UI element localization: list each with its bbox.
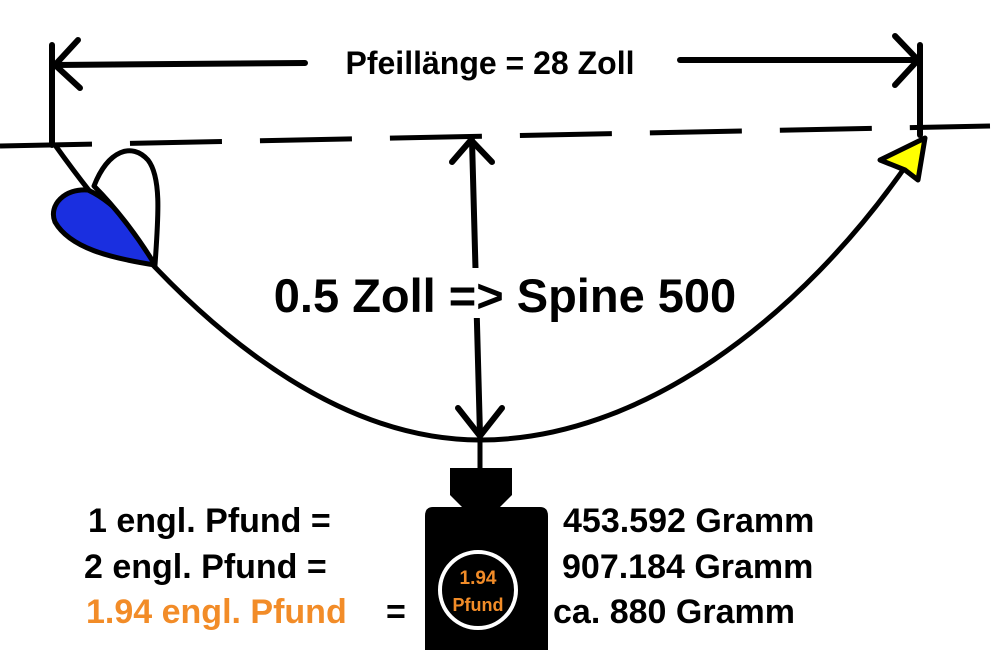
conversion-row-2-right: 907.184 Gramm — [562, 548, 813, 586]
left-arrowhead — [50, 37, 83, 91]
right-arrowhead — [892, 33, 923, 88]
conversion-row-3-left: 1.94 engl. Pfund — [86, 593, 347, 631]
length-line-left — [52, 60, 308, 68]
fletching — [51, 148, 161, 268]
conversion-row-1-left: 1 engl. Pfund = — [88, 502, 331, 540]
weight-badge-unit: Pfund — [453, 595, 504, 615]
conversion-row-1-right: 453.592 Gramm — [563, 502, 814, 540]
deflection-label-bg — [250, 268, 760, 318]
weight-badge — [438, 550, 518, 630]
fletching-vane-white — [91, 148, 161, 268]
reference-dashed-line — [0, 123, 991, 149]
conversion-row-3-equals: = — [386, 593, 406, 631]
deflection-top-arrowhead — [449, 135, 495, 165]
conversion-table: 1 engl. Pfund = 453.592 Gramm 2 engl. Pf… — [84, 502, 814, 631]
weight-icon: 1.94 Pfund — [425, 440, 548, 650]
weight-badge-value: 1.94 — [460, 568, 497, 589]
deflection-label: 0.5 Zoll => Spine 500 — [274, 269, 736, 322]
arrow-tip — [877, 135, 928, 183]
arrow-length-dimension — [49, 33, 923, 148]
conversion-row-2-left: 2 engl. Pfund = — [84, 548, 327, 586]
arrow-length-label: Pfeillänge = 28 Zoll — [346, 45, 635, 81]
conversion-row-3-right: ca. 880 Gramm — [553, 593, 795, 631]
deflection-bottom-arrowhead — [455, 405, 505, 441]
